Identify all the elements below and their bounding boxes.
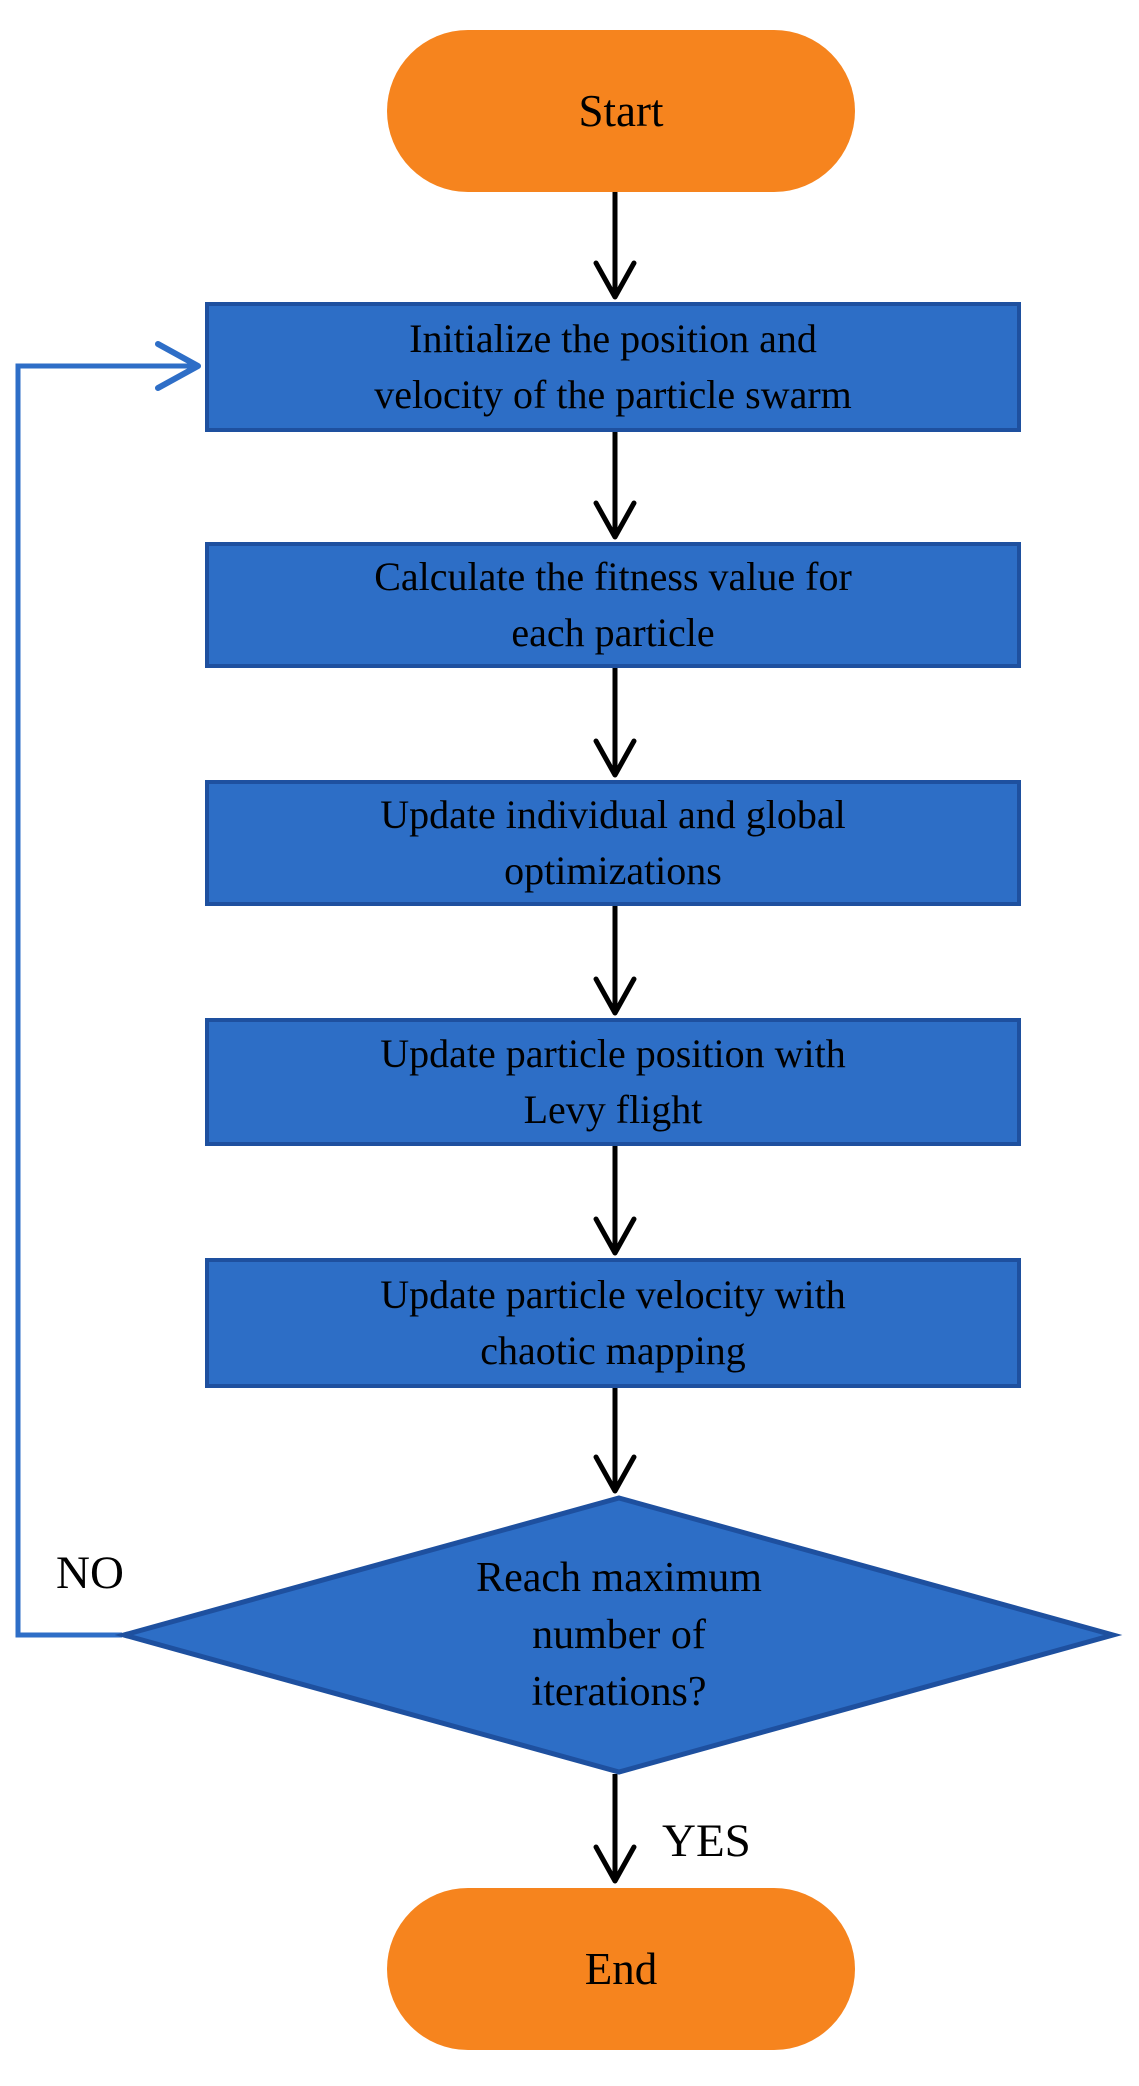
- end-label: End: [584, 1944, 658, 1994]
- process-levy-flight: Update particle position with Levy fligh…: [205, 1018, 1021, 1146]
- process-chaotic-mapping: Update particle velocity with chaotic ma…: [205, 1258, 1021, 1388]
- decision-max-iterations: Reach maximum number of iterations?: [122, 1496, 1116, 1774]
- start-terminal: Start: [387, 30, 855, 192]
- process-optimizations-line1: Update individual and global: [380, 792, 846, 837]
- no-label: NO: [56, 1547, 124, 1599]
- process-update-optimizations: Update individual and global optimizatio…: [205, 780, 1021, 906]
- end-terminal: End: [387, 1888, 855, 2050]
- decision-line1: Reach maximum: [476, 1554, 762, 1601]
- process-fitness-line1: Calculate the fitness value for: [374, 554, 852, 599]
- process-chaotic-line2: chaotic mapping: [480, 1328, 746, 1373]
- process-levy-line2: Levy flight: [523, 1087, 703, 1132]
- no-loop-connector: [15, 341, 201, 1638]
- process-calculate-fitness: Calculate the fitness value for each par…: [205, 542, 1021, 668]
- process-optimizations-line2: optimizations: [504, 848, 722, 893]
- decision-diamond-shape: [114, 1495, 1123, 1775]
- process-initialize-line1: Initialize the position and: [409, 316, 817, 361]
- process-initialize-swarm: Initialize the position and velocity of …: [205, 302, 1021, 432]
- decision-line3: iterations?: [531, 1668, 707, 1715]
- start-label: Start: [578, 86, 664, 136]
- process-chaotic-line1: Update particle velocity with: [380, 1272, 846, 1317]
- decision-line2: number of: [532, 1611, 706, 1658]
- process-fitness-line2: each particle: [511, 610, 715, 655]
- yes-label: YES: [662, 1815, 751, 1867]
- process-levy-line1: Update particle position with: [380, 1031, 846, 1076]
- process-initialize-line2: velocity of the particle swarm: [374, 372, 852, 417]
